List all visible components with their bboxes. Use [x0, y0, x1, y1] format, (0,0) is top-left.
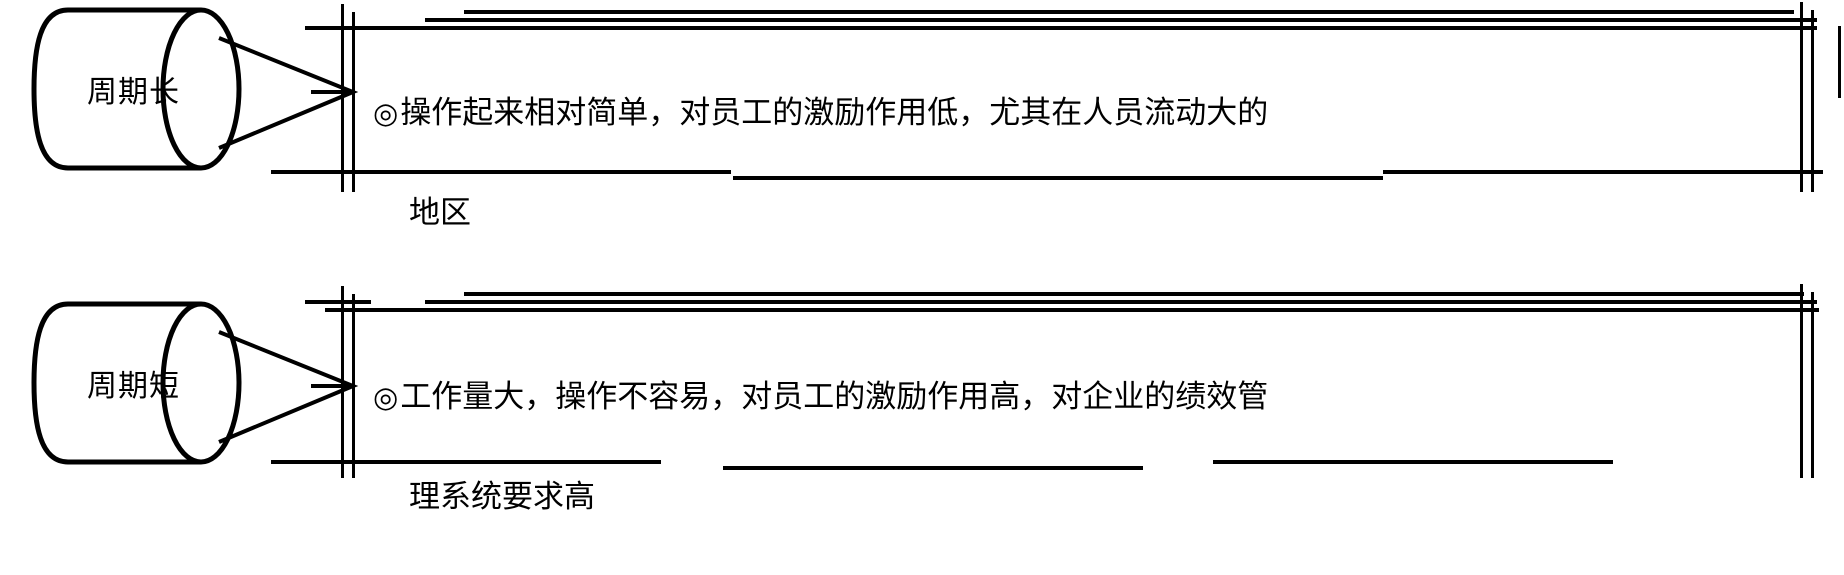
callout-line-2-text: 理系统要求高 [409, 479, 595, 515]
frame-right-vrule-a [1800, 284, 1803, 478]
callout-line-2-text: 地区 [409, 195, 471, 231]
callout-panel-short-cycle: ◎工作量大，操作不容易，对员工的激励作用高，对企业的绩效管 理系统要求高 [271, 284, 1844, 515]
callout-line-1: ◎工作量大，操作不容易，对员工的激励作用高，对企业的绩效管 [373, 372, 1793, 422]
frame-right-vrule-c [1838, 26, 1841, 98]
diagram-row-short-cycle: 周期短 [0, 282, 1844, 515]
bullet-icon: ◎ [373, 380, 399, 414]
frame-bottom-rule-outer [1383, 170, 1823, 174]
frame-left-vrule-b [352, 294, 355, 478]
diagram-row-long-cycle: 周期长 [0, 0, 1844, 231]
cylinder-shape-long-cycle: 周期长 [26, 0, 266, 178]
frame-top-left-tick [305, 300, 371, 304]
callout-frame-long-cycle: ◎操作起来相对简单，对员工的激励作用低，尤其在人员流动大的 地区 [271, 0, 1844, 231]
frame-right-vrule-a [1800, 2, 1803, 192]
callout-text-short-cycle: ◎工作量大，操作不容易，对员工的激励作用高，对企业的绩效管 理系统要求高 [373, 322, 1793, 572]
callout-line-2: 地区 [373, 188, 1773, 238]
cylinder-label-long-cycle: 周期长 [87, 75, 180, 110]
frame-top-left-tick [305, 26, 375, 30]
frame-top-rule-outer [464, 10, 1794, 14]
frame-top-rule-middle [425, 18, 1817, 22]
cylinder-label-short-cycle: 周期短 [87, 369, 180, 404]
callout-line-1: ◎操作起来相对简单，对员工的激励作用低，尤其在人员流动大的 [373, 88, 1773, 138]
frame-left-vrule-a [341, 4, 344, 192]
frame-top-rule-middle [425, 300, 1817, 304]
frame-right-vrule-b [1811, 292, 1814, 478]
callout-text-long-cycle: ◎操作起来相对简单，对员工的激励作用低，尤其在人员流动大的 地区 [373, 38, 1773, 288]
frame-bottom-rule-middle [723, 466, 1143, 470]
cylinder-icon [31, 7, 242, 171]
frame-top-rule-inner [325, 308, 1819, 312]
callout-line-1-text: 操作起来相对简单，对员工的激励作用低，尤其在人员流动大的 [400, 95, 1269, 131]
frame-bottom-rule-outer [1213, 460, 1613, 464]
frame-top-rule-outer [464, 292, 1804, 296]
callout-frame-short-cycle: ◎工作量大，操作不容易，对员工的激励作用高，对企业的绩效管 理系统要求高 [271, 284, 1844, 515]
frame-top-rule-inner [333, 26, 1817, 30]
frame-bottom-rule-middle [733, 176, 1383, 180]
frame-left-vrule-a [341, 286, 344, 478]
cylinder-icon [31, 301, 242, 465]
callout-line-1-text: 工作量大，操作不容易，对员工的激励作用高，对企业的绩效管 [400, 379, 1269, 415]
frame-bottom-rule-inner [271, 460, 661, 464]
callout-panel-long-cycle: ◎操作起来相对简单，对员工的激励作用低，尤其在人员流动大的 地区 [271, 0, 1844, 231]
frame-bottom-rule-inner [271, 170, 731, 174]
bullet-icon: ◎ [373, 96, 399, 130]
frame-left-vrule-b [352, 12, 355, 192]
callout-line-2: 理系统要求高 [373, 472, 1793, 522]
frame-right-vrule-b [1811, 10, 1814, 192]
cylinder-shape-short-cycle: 周期短 [26, 294, 266, 472]
